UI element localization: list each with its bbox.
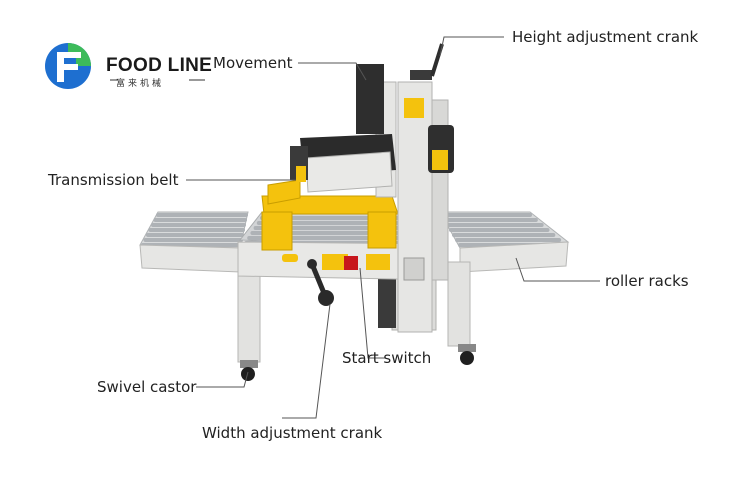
left-rollers	[141, 213, 248, 247]
left-roller-rack	[139, 211, 249, 273]
food-line-logo-icon	[45, 43, 91, 89]
right-roller-rack	[439, 211, 570, 273]
right-rollers	[440, 213, 567, 247]
brand-name: FOOD LINE	[106, 55, 213, 76]
label-width-adjustment-crank: Width adjustment crank	[202, 424, 383, 442]
label-height-adjustment-crank: Height adjustment crank	[512, 28, 699, 46]
brand-chinese: 富来机械	[116, 79, 165, 89]
label-movement: Movement	[213, 54, 293, 72]
callout-lines	[186, 36, 600, 419]
main-frame	[237, 43, 476, 381]
label-roller-racks: roller racks	[605, 272, 689, 290]
label-transmission-belt: Transmission belt	[48, 171, 179, 189]
label-swivel-castor: Swivel castor	[97, 378, 197, 396]
label-start-switch: Start switch	[342, 349, 432, 367]
